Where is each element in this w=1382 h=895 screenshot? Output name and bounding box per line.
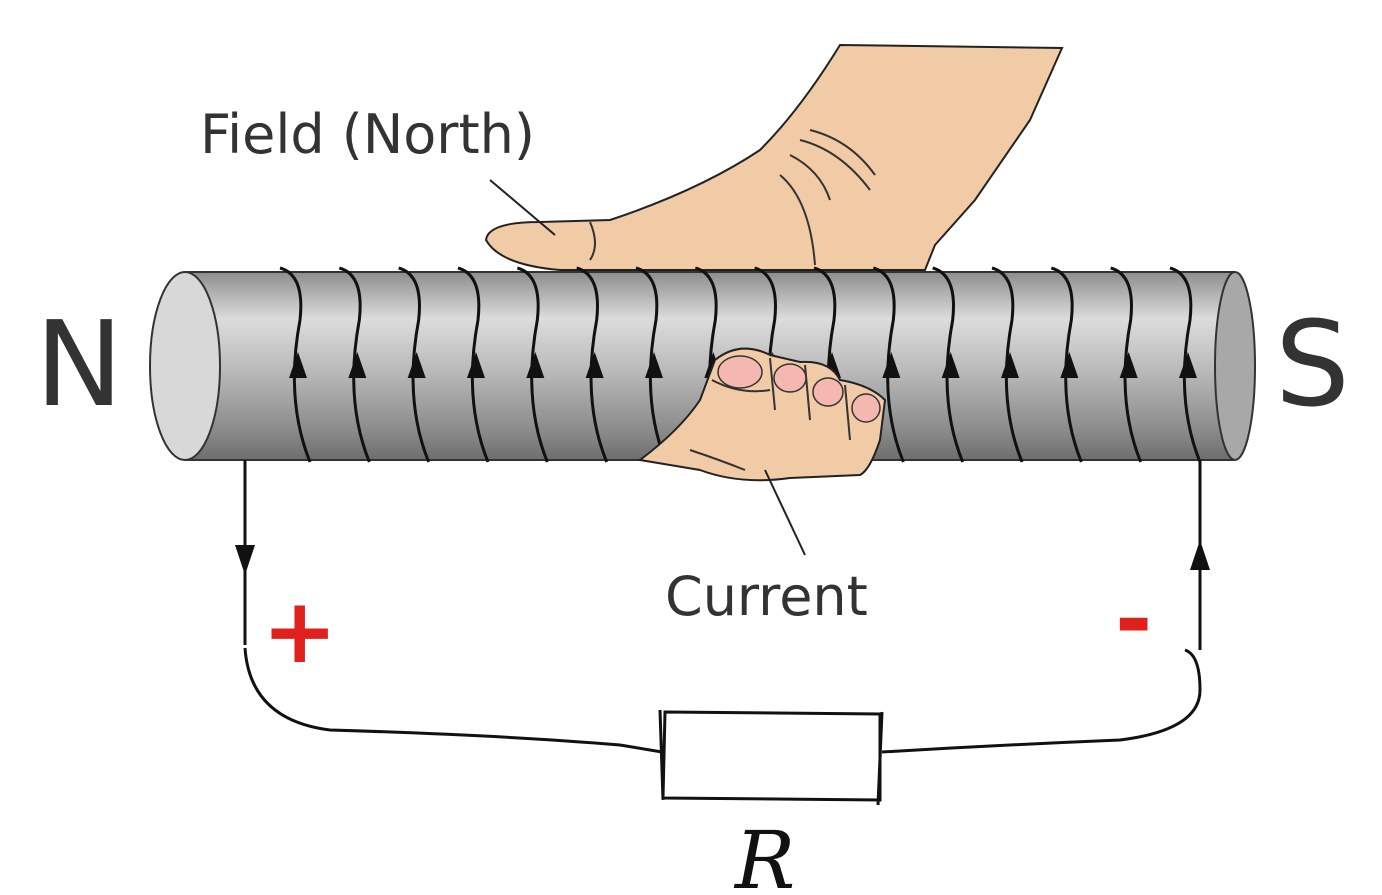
current-arrow-icon	[882, 352, 901, 378]
resistor-label: R	[733, 814, 795, 895]
current-arrow-icon	[645, 352, 663, 378]
circuit-wire-right	[881, 648, 1202, 754]
coil-turn	[516, 266, 549, 463]
coil-windings	[279, 266, 1202, 463]
current-arrow-icon	[1179, 352, 1197, 378]
current-arrow-icon	[348, 352, 367, 378]
coil-turn	[635, 266, 668, 463]
field-pointer-line	[489, 179, 556, 236]
current-arrow-icon	[407, 352, 426, 378]
current-arrow-icon	[289, 352, 307, 378]
current-arrow-icon	[1001, 352, 1019, 378]
coil-turn	[398, 266, 431, 463]
negative-terminal-label: -	[1115, 567, 1152, 672]
north-pole-label: N	[35, 295, 123, 433]
coil-turn	[1169, 266, 1202, 463]
south-pole-label: S	[1275, 295, 1350, 433]
field-north-label: Field (North)	[200, 103, 535, 166]
current-label: Current	[665, 565, 868, 628]
left-lead	[235, 460, 255, 645]
coil-turn	[338, 266, 371, 463]
current-arrow-icon	[1119, 352, 1138, 378]
coil-turn	[576, 266, 609, 463]
current-pointer-line	[764, 469, 806, 556]
coil-turn	[932, 266, 965, 463]
coil-turn	[1110, 266, 1143, 463]
current-arrow-icon	[585, 352, 604, 378]
current-arrow-icon	[941, 352, 960, 378]
current-arrow-icon	[526, 352, 545, 378]
hand-fingers	[637, 347, 887, 482]
circuit-wire-left	[243, 647, 663, 754]
current-arrow-icon	[1060, 352, 1079, 378]
resistor-box	[658, 709, 884, 806]
right-lead	[1190, 460, 1210, 650]
positive-terminal-label: +	[262, 579, 337, 684]
hand-thumb	[484, 43, 1064, 271]
coil-turn	[1050, 266, 1083, 463]
coil-turn	[457, 266, 490, 463]
coil-turn	[991, 266, 1024, 463]
coil-turn	[279, 266, 312, 463]
coil-turn	[872, 266, 905, 463]
current-arrow-icon	[467, 352, 485, 378]
